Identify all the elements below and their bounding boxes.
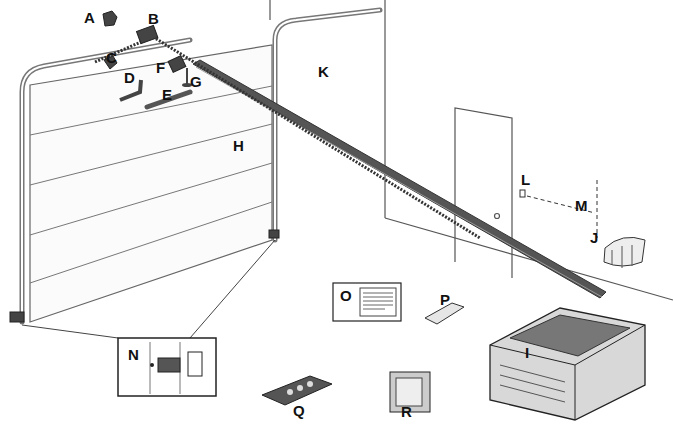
text-line [363, 309, 385, 310]
callout-letter: H [233, 138, 244, 154]
track-highlight [275, 10, 380, 240]
callout-letter: D [124, 70, 135, 86]
motor-edge [575, 365, 576, 420]
chain [150, 35, 480, 238]
door-track [275, 10, 380, 240]
safety-sensor [269, 230, 279, 238]
callout-letter: I [525, 345, 529, 361]
door-track [22, 40, 190, 322]
callout-letter: P [440, 292, 450, 308]
opener-motor [490, 308, 645, 420]
vent-line [500, 365, 565, 382]
light-lens [604, 237, 645, 266]
bolt [150, 363, 154, 367]
callout-letter: N [128, 347, 139, 363]
sensor-detail [158, 358, 180, 372]
door-edge [150, 342, 151, 394]
rail [193, 60, 606, 298]
side-door [455, 108, 512, 278]
callout-letter: L [521, 172, 530, 188]
callout-letter: A [84, 10, 95, 26]
callout-letter: F [156, 60, 165, 76]
lens-rib [612, 250, 613, 265]
callout-letter: O [340, 288, 352, 304]
panel-line [30, 86, 272, 135]
control-face [396, 378, 422, 406]
vent-line [500, 385, 565, 402]
bracket-part [103, 11, 117, 26]
lens-rib [632, 245, 633, 266]
text-line [363, 297, 393, 298]
wall-line [269, 0, 270, 20]
track-highlight [22, 40, 190, 322]
manual-box [333, 283, 401, 321]
panel-line [30, 163, 272, 235]
callout-letter: M [575, 198, 588, 214]
rail-edge [196, 67, 602, 297]
leader-line [22, 325, 118, 338]
text-line [363, 293, 393, 294]
manual-sheet [360, 288, 396, 316]
callout-letter: R [401, 404, 412, 420]
trolley-part [136, 25, 157, 43]
header-bracket [168, 56, 186, 73]
wall-corner [384, 0, 385, 218]
floor-edge [385, 218, 673, 300]
text-line [363, 305, 393, 306]
callout-letter: B [148, 11, 159, 27]
callout-letter: J [590, 230, 598, 246]
remote-button [297, 385, 303, 391]
callout-letter: E [162, 87, 172, 103]
bracket-part [520, 190, 525, 197]
bracket-detail [188, 352, 202, 376]
callout-letter: G [190, 74, 202, 90]
callout-letter: K [318, 64, 329, 80]
cord [527, 196, 595, 213]
vent-line [500, 375, 565, 392]
remote-button [307, 381, 313, 387]
panel-line [30, 124, 272, 185]
door-knob [495, 214, 500, 219]
leader-line [190, 240, 275, 338]
text-line [363, 301, 393, 302]
safety-sensor [10, 312, 24, 322]
remote-control [262, 376, 332, 405]
remote-button [287, 389, 293, 395]
callout-letter: C [106, 50, 117, 66]
panel-line [30, 202, 272, 283]
bolt [186, 68, 188, 85]
callout-letter: Q [293, 403, 305, 419]
lens-rib [622, 246, 623, 268]
inset-box [118, 338, 216, 396]
